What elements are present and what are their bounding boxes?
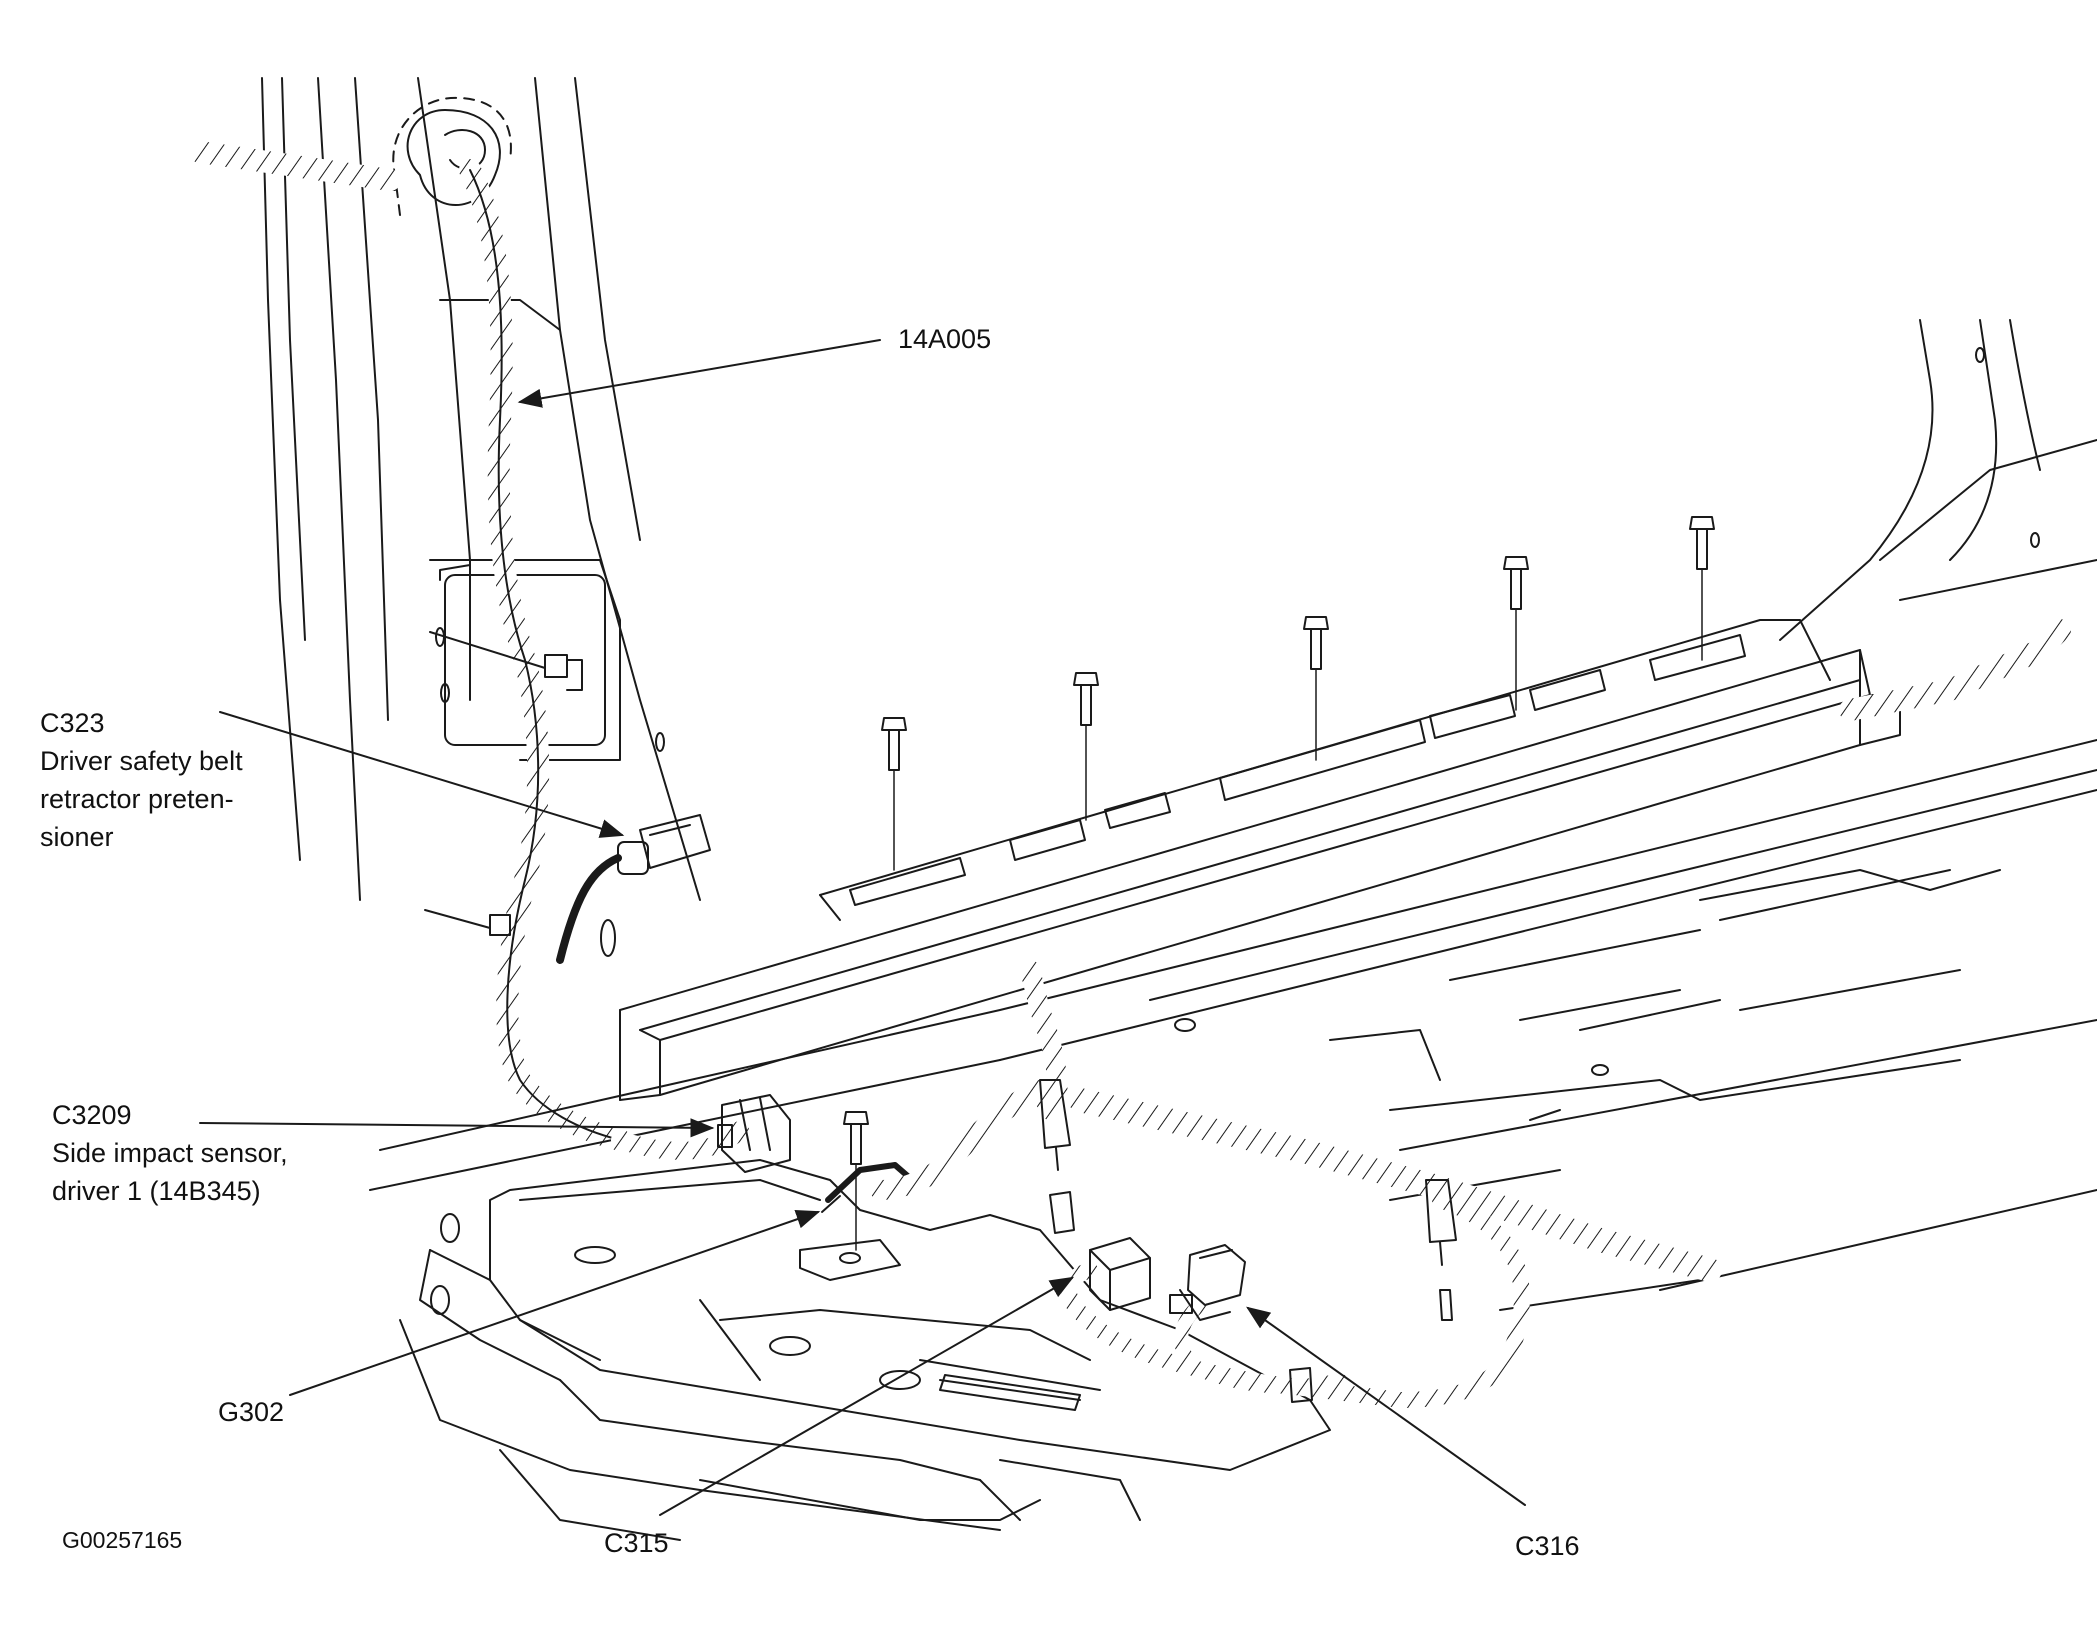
callout-c323-desc-3: sioner [40,822,114,852]
floor-pan [369,739,2097,1311]
c315-connector [1089,1237,1151,1311]
bolt-1 [881,717,907,871]
sill-clips [849,634,1746,906]
leader-g302 [289,1210,821,1396]
callout-c323-desc-2: retractor preten- [40,784,234,814]
bolt-5 [1689,516,1715,661]
callout-c323-desc-1: Driver safety belt [40,746,243,776]
callout-c316-ref: C316 [1515,1531,1580,1561]
figure-id: G00257165 [62,1527,183,1553]
roof-harness [189,141,401,191]
g302-ground [799,1162,913,1281]
c316-lead [1174,1298,1347,1394]
leader-c315 [659,1276,1075,1516]
bolt-4 [1503,556,1529,711]
c316-connector [1169,1244,1246,1321]
floor-harness [870,960,1068,1200]
callout-c315-ref: C315 [604,1528,669,1558]
callout-14a005: 14A005 [898,320,991,358]
callout-c3209: C3209 Side impact sensor, driver 1 (14B3… [52,1096,288,1210]
callout-c323-ref: C323 [40,708,105,738]
callout-14a005-ref: 14A005 [898,324,992,354]
harness-clips [1039,1079,1457,1403]
callout-c315: C315 [604,1524,669,1562]
floor-tray [399,1159,1331,1541]
rear-door-opening [1779,319,2097,641]
callout-c3209-desc-2: driver 1 (14B345) [52,1176,261,1206]
c3209-connector [717,1094,791,1173]
leader-c316 [1246,1306,1526,1506]
callout-c323: C323 Driver safety belt retractor preten… [40,704,243,856]
c323-connector [556,814,711,964]
callout-c316: C316 [1515,1527,1580,1565]
leader-c323 [219,711,625,838]
leader-arrows [199,339,1526,1516]
callout-g302: G302 [218,1393,284,1431]
leader-14a005 [517,339,881,408]
cross-harness [1068,1088,1722,1282]
callout-c3209-ref: C3209 [52,1100,132,1130]
c315-c316-loop [1060,1192,1530,1408]
right-harness [1839,619,2071,721]
leader-c3209 [199,1118,715,1138]
bolt-3 [1303,616,1329,761]
bolt-2 [1073,672,1099,821]
callout-g302-ref: G302 [218,1397,285,1427]
pillar-studs [424,631,583,936]
bolts [843,516,1715,1251]
callout-c3209-desc-1: Side impact sensor, [52,1138,288,1168]
rocker-sill-bar [619,619,1901,1101]
